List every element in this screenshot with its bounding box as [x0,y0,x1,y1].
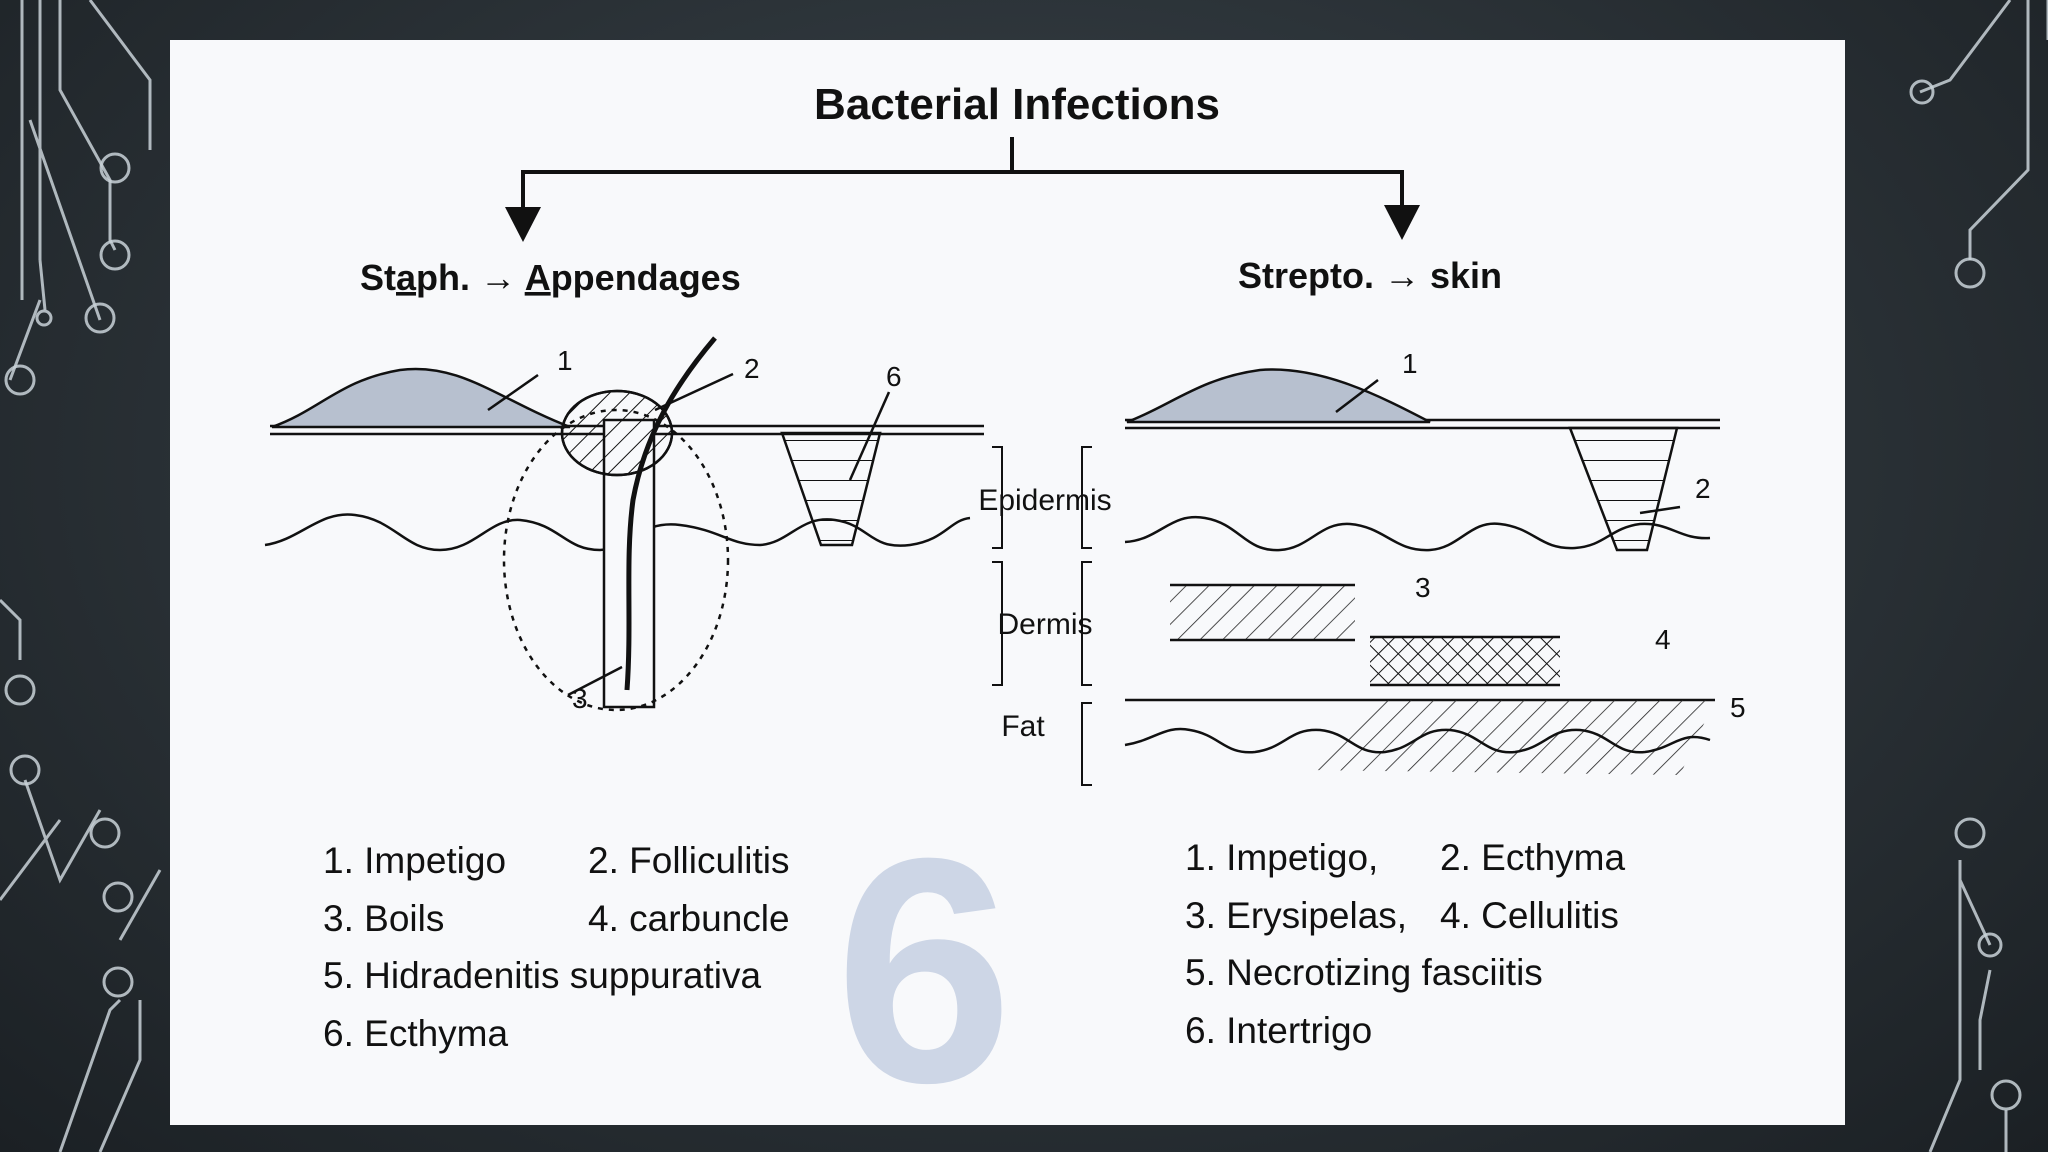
strepto-heading: Strepto. → skin [1238,255,1502,296]
staph-label-6: 6 [886,361,902,392]
staph-skin-diagram [264,336,984,712]
strep-item-erysipelas: 3. Erysipelas, [1185,895,1408,936]
dermis-label: Dermis [998,608,1093,641]
strep-item-necrotizing-fasciitis: 5. Necrotizing fasciitis [1185,952,1543,993]
strep-label-4: 4 [1655,624,1671,655]
strep-item-impetigo: 1. Impetigo, [1185,837,1379,878]
staph-item-impetigo: 1. Impetigo [323,840,507,881]
large-six-watermark: 6 [835,791,1013,1149]
strep-item-intertrigo: 6. Intertrigo [1185,1010,1373,1051]
staph-item-hidradenitis: 5. Hidradenitis suppurativa [323,955,762,996]
strepto-skin-diagram [1124,368,1720,775]
staph-heading: Staph. → Appendages [360,257,741,298]
strep-label-5: 5 [1730,692,1746,723]
staph-item-boils: 3. Boils [323,898,445,939]
staph-item-carbuncle: 4. carbuncle [588,898,790,939]
staph-label-1: 1 [557,345,573,376]
staph-item-folliculitis: 2. Folliculitis [588,840,790,881]
strep-label-2: 2 [1695,473,1711,504]
layer-brackets [992,446,1092,786]
fat-label: Fat [1001,710,1045,743]
branch-arrows [505,137,1420,242]
epidermis-label: Epidermis [978,484,1111,517]
strep-label-1: 1 [1402,348,1418,379]
staph-label-3: 3 [572,683,588,714]
staph-label-2: 2 [744,353,760,384]
strep-item-ecthyma: 2. Ecthyma [1440,837,1626,878]
slide: 6 Bacterial Infections [170,40,1845,1130]
diagram-title: Bacterial Infections [814,80,1220,129]
strep-item-cellulitis: 4. Cellulitis [1440,895,1619,936]
bacterial-infections-diagram: Bacterial Infections Staph. → Appendages… [264,80,1746,786]
strep-label-3: 3 [1415,572,1431,603]
staph-item-ecthyma: 6. Ecthyma [323,1013,509,1054]
